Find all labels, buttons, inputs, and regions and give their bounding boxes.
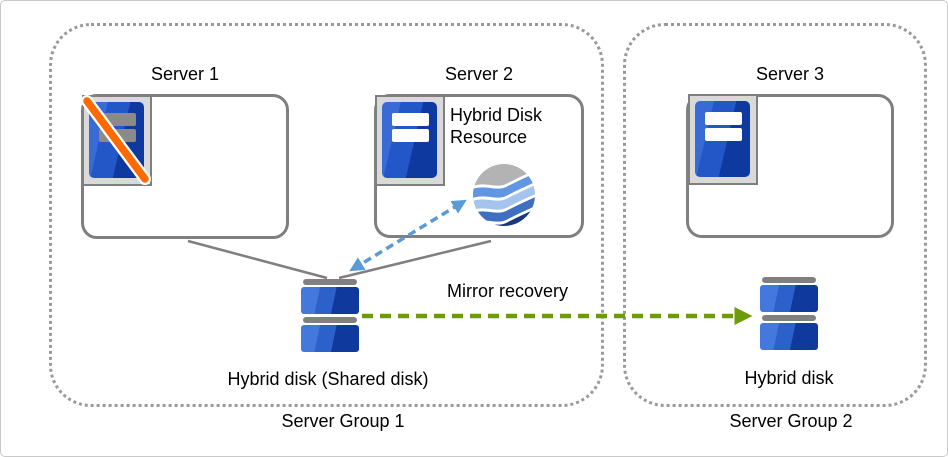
server-tower-icon	[375, 95, 445, 186]
disk-cap	[303, 279, 357, 285]
server-tower-icon-failed	[81, 95, 152, 186]
mirror-disk-icon	[760, 277, 818, 350]
disk-cap	[303, 317, 357, 323]
disk-block	[760, 285, 818, 312]
server-tower-icon	[688, 94, 758, 185]
mirror-disk-label: Hybrid disk	[744, 368, 834, 388]
server-slot-bar	[705, 128, 742, 141]
server-group-1-border	[49, 23, 604, 407]
server-tower-body	[695, 101, 750, 177]
server-slot-bar	[392, 129, 429, 142]
hybrid-disk-resource-label: Hybrid Disk Resource	[450, 105, 543, 147]
disk-block	[301, 287, 359, 314]
server-1-label: Server 1	[150, 64, 220, 84]
server-slot-bar	[99, 129, 136, 142]
server-3-label: Server 3	[755, 64, 825, 84]
server-group-2-label: Server Group 2	[729, 411, 853, 431]
disk-cap	[762, 315, 816, 321]
server-slot-bar	[705, 112, 742, 125]
server-slot-bar	[99, 113, 136, 126]
shared-disk-icon	[301, 279, 359, 352]
server-tower-body	[89, 102, 144, 178]
disk-cap	[762, 277, 816, 283]
server-tower-body	[382, 102, 437, 178]
server-slot-bar	[392, 113, 429, 126]
hybrid-disk-resource-icon	[473, 164, 535, 226]
server-group-1-label: Server Group 1	[281, 411, 405, 431]
shared-disk-label: Hybrid disk (Shared disk)	[227, 369, 429, 389]
disk-block	[760, 323, 818, 350]
server-2-label: Server 2	[444, 64, 514, 84]
mirror-recovery-label: Mirror recovery	[446, 281, 568, 301]
server-group-2-border	[623, 23, 927, 407]
disk-block	[301, 325, 359, 352]
